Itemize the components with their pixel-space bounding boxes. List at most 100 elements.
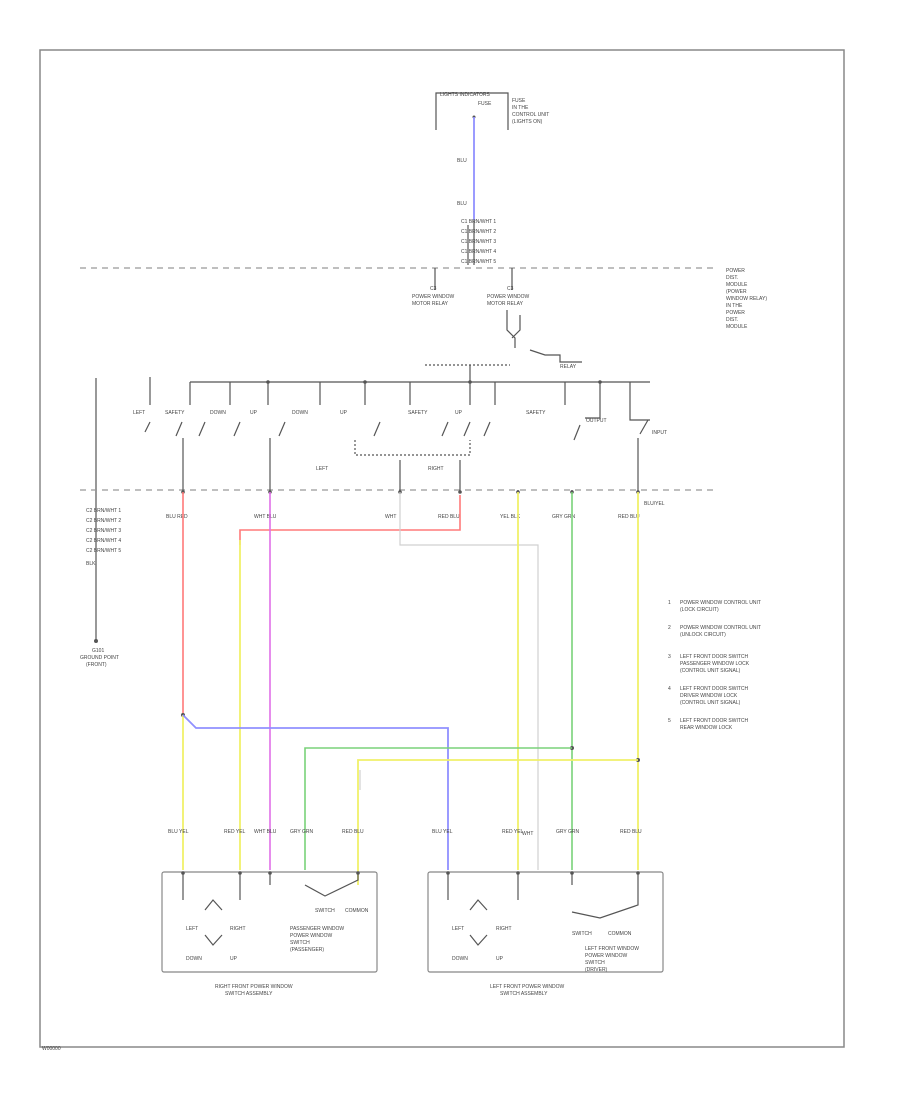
wire-blue-lower bbox=[182, 714, 449, 870]
svg-text:BLU: BLU bbox=[457, 201, 467, 207]
legend: 1 POWER WINDOW CONTROL UNIT (LOCK CIRCUI… bbox=[668, 600, 761, 731]
svg-text:POWER WINDOW CONTROL UNIT: POWER WINDOW CONTROL UNIT bbox=[680, 625, 761, 631]
svg-text:FUSE: FUSE bbox=[512, 98, 526, 104]
svg-text:C2 BRN/WHT 3: C2 BRN/WHT 3 bbox=[86, 528, 121, 534]
svg-text:C1 BRN/WHT 4: C1 BRN/WHT 4 bbox=[461, 249, 496, 255]
svg-text:LEFT FRONT POWER WINDOW: LEFT FRONT POWER WINDOW bbox=[490, 984, 565, 990]
svg-text:LEFT FRONT DOOR SWITCH: LEFT FRONT DOOR SWITCH bbox=[680, 686, 749, 692]
svg-text:4: 4 bbox=[668, 686, 671, 692]
svg-text:DIST.: DIST. bbox=[726, 317, 738, 323]
svg-text:WHT: WHT bbox=[385, 514, 396, 520]
svg-text:5: 5 bbox=[668, 718, 671, 724]
svg-text:COMMON: COMMON bbox=[608, 931, 632, 937]
wire-white-a bbox=[399, 492, 539, 870]
svg-text:C1 BRN/WHT 1: C1 BRN/WHT 1 bbox=[461, 219, 496, 225]
svg-text:MOTOR RELAY: MOTOR RELAY bbox=[412, 301, 449, 307]
svg-text:WHT BLU: WHT BLU bbox=[254, 514, 277, 520]
control-unit-switches: LEFT SAFETY DOWN UP DOWN UP SAFETY UP SA… bbox=[133, 377, 667, 472]
svg-text:(CONTROL UNIT SIGNAL): (CONTROL UNIT SIGNAL) bbox=[680, 668, 741, 674]
svg-text:DIST.: DIST. bbox=[726, 275, 738, 281]
svg-text:LEFT FRONT DOOR SWITCH: LEFT FRONT DOOR SWITCH bbox=[680, 718, 749, 724]
svg-text:GRY GRN: GRY GRN bbox=[556, 829, 580, 835]
svg-text:3: 3 bbox=[668, 654, 671, 660]
svg-text:IN THE: IN THE bbox=[512, 105, 529, 111]
svg-text:SAFETY: SAFETY bbox=[526, 410, 546, 416]
top-fuse-block: LIGHTS INDICATORS FUSE FUSE IN THE CONTR… bbox=[435, 92, 549, 207]
svg-text:PASSENGER WINDOW LOCK: PASSENGER WINDOW LOCK bbox=[680, 661, 750, 667]
svg-text:POWER WINDOW: POWER WINDOW bbox=[412, 294, 454, 300]
svg-text:1: 1 bbox=[668, 600, 671, 606]
upper-wire-labels: BLU RED WHT BLU WHT RED BLU YEL BLK GRY … bbox=[166, 501, 665, 520]
right-module-note: POWER DIST. MODULE (POWER WINDOW RELAY) … bbox=[726, 268, 767, 330]
svg-text:GROUND POINT: GROUND POINT bbox=[80, 655, 119, 661]
svg-text:POWER WINDOW CONTROL UNIT: POWER WINDOW CONTROL UNIT bbox=[680, 600, 761, 606]
right-front-switch-assembly: LEFT RIGHT DOWN UP SWITCH COMMON PASSENG… bbox=[161, 871, 378, 997]
svg-text:SWITCH: SWITCH bbox=[290, 940, 310, 946]
svg-text:DOWN: DOWN bbox=[452, 956, 468, 962]
wire-red-cross bbox=[239, 495, 461, 545]
svg-text:RED BLU: RED BLU bbox=[618, 514, 640, 520]
svg-text:DOWN: DOWN bbox=[292, 410, 308, 416]
svg-text:WHT: WHT bbox=[522, 831, 533, 837]
svg-text:LEFT FRONT WINDOW: LEFT FRONT WINDOW bbox=[585, 946, 639, 952]
svg-text:POWER: POWER bbox=[726, 268, 745, 274]
svg-text:(POWER: (POWER bbox=[726, 289, 747, 295]
svg-text:RIGHT FRONT POWER WINDOW: RIGHT FRONT POWER WINDOW bbox=[215, 984, 293, 990]
svg-text:POWER WINDOW: POWER WINDOW bbox=[290, 933, 332, 939]
svg-text:LEFT FRONT DOOR SWITCH: LEFT FRONT DOOR SWITCH bbox=[680, 654, 749, 660]
svg-text:2: 2 bbox=[668, 625, 671, 631]
svg-text:SWITCH: SWITCH bbox=[315, 908, 335, 914]
wire-green-cross bbox=[304, 747, 572, 870]
svg-text:C2 BRN/WHT 2: C2 BRN/WHT 2 bbox=[86, 518, 121, 524]
svg-text:MOTOR RELAY: MOTOR RELAY bbox=[487, 301, 524, 307]
svg-text:REAR WINDOW LOCK: REAR WINDOW LOCK bbox=[680, 725, 733, 731]
svg-text:RED BLU: RED BLU bbox=[342, 829, 364, 835]
svg-text:C3: C3 bbox=[507, 286, 514, 292]
svg-text:C1 BRN/WHT 3: C1 BRN/WHT 3 bbox=[461, 239, 496, 245]
svg-text:FUSE: FUSE bbox=[478, 101, 492, 107]
svg-text:DOWN: DOWN bbox=[186, 956, 202, 962]
svg-text:(UNLOCK CIRCUIT): (UNLOCK CIRCUIT) bbox=[680, 632, 726, 638]
svg-text:RED YEL: RED YEL bbox=[224, 829, 246, 835]
svg-text:POWER WINDOW: POWER WINDOW bbox=[487, 294, 529, 300]
svg-text:IN THE: IN THE bbox=[726, 303, 743, 309]
svg-text:UP: UP bbox=[340, 410, 348, 416]
svg-text:UP: UP bbox=[230, 956, 238, 962]
svg-text:C1 BRN/WHT 2: C1 BRN/WHT 2 bbox=[461, 229, 496, 235]
svg-text:BLU YEL: BLU YEL bbox=[168, 829, 189, 835]
svg-text:MODULE: MODULE bbox=[726, 282, 748, 288]
svg-text:BLK: BLK bbox=[86, 561, 96, 567]
svg-text:UP: UP bbox=[250, 410, 258, 416]
svg-text:RED BLU: RED BLU bbox=[620, 829, 642, 835]
svg-text:C2 BRN/WHT 5: C2 BRN/WHT 5 bbox=[86, 548, 121, 554]
svg-text:PASSENGER WINDOW: PASSENGER WINDOW bbox=[290, 926, 344, 932]
svg-text:UP: UP bbox=[455, 410, 463, 416]
svg-text:UP: UP bbox=[496, 956, 504, 962]
svg-text:POWER WINDOW: POWER WINDOW bbox=[585, 953, 627, 959]
svg-text:(LOCK CIRCUIT): (LOCK CIRCUIT) bbox=[680, 607, 719, 613]
lower-wire-labels: BLU YEL RED YEL WHT BLU GRY GRN RED BLU … bbox=[168, 829, 642, 837]
svg-text:WHT BLU: WHT BLU bbox=[254, 829, 277, 835]
svg-text:DOWN: DOWN bbox=[210, 410, 226, 416]
svg-text:WINDOW RELAY): WINDOW RELAY) bbox=[726, 296, 767, 302]
svg-text:C2 BRN/WHT 1: C2 BRN/WHT 1 bbox=[86, 508, 121, 514]
svg-text:(CONTROL UNIT SIGNAL): (CONTROL UNIT SIGNAL) bbox=[680, 700, 741, 706]
svg-text:G101: G101 bbox=[92, 648, 104, 654]
motor-relay-2: C3 POWER WINDOW MOTOR RELAY RELAY bbox=[487, 268, 582, 370]
svg-text:C3: C3 bbox=[430, 286, 437, 292]
svg-text:(PASSENGER): (PASSENGER) bbox=[290, 947, 324, 953]
svg-text:(DRIVER): (DRIVER) bbox=[585, 967, 608, 973]
diagram-frame bbox=[39, 49, 845, 1048]
svg-text:COMMON: COMMON bbox=[345, 908, 369, 914]
svg-text:SAFETY: SAFETY bbox=[408, 410, 428, 416]
left-ground: C2 BRN/WHT 1 C2 BRN/WHT 2 C2 BRN/WHT 3 C… bbox=[80, 378, 121, 668]
svg-text:(FRONT): (FRONT) bbox=[86, 662, 107, 668]
svg-text:SWITCH ASSEMBLY: SWITCH ASSEMBLY bbox=[225, 991, 273, 997]
svg-text:YEL BLK: YEL BLK bbox=[500, 514, 521, 520]
svg-text:SAFETY: SAFETY bbox=[165, 410, 185, 416]
svg-text:SWITCH: SWITCH bbox=[585, 960, 605, 966]
svg-text:C2 BRN/WHT 4: C2 BRN/WHT 4 bbox=[86, 538, 121, 544]
svg-text:RIGHT: RIGHT bbox=[230, 926, 246, 932]
svg-text:RIGHT: RIGHT bbox=[496, 926, 512, 932]
